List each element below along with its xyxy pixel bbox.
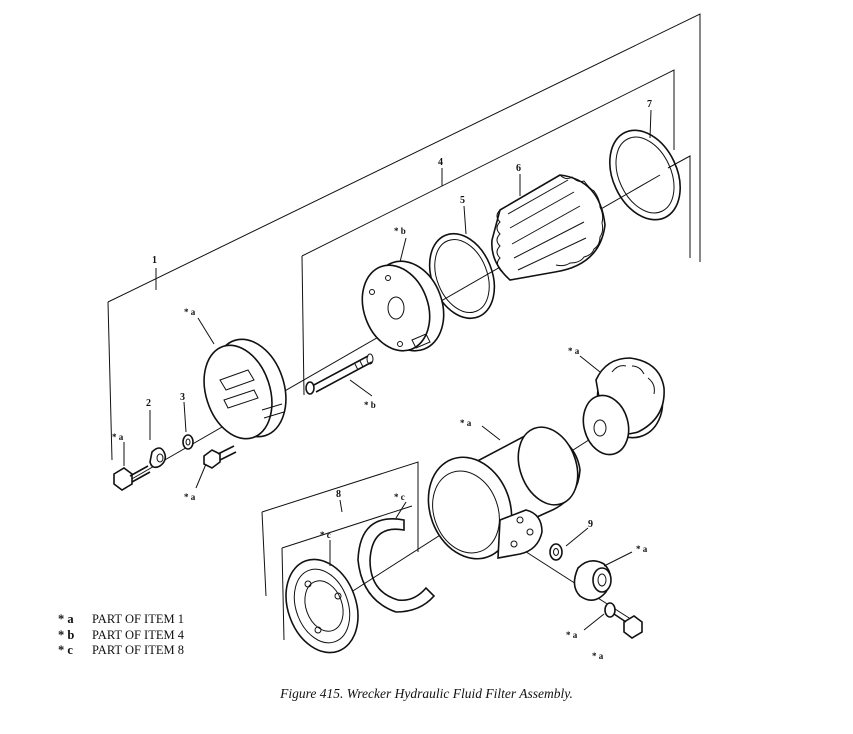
callout-star-a: * a	[184, 307, 196, 317]
callout-star-a: * a	[460, 418, 472, 428]
callout-item-6: 6	[516, 163, 521, 174]
head-housing-part-a	[203, 338, 287, 440]
legend-row: * a PART OF ITEM 1	[58, 612, 184, 628]
cover-part-c	[285, 558, 359, 654]
leader-lines	[123, 109, 652, 631]
callout-star-a: * a	[636, 544, 648, 554]
callout-item-1: 1	[152, 255, 157, 266]
legend-key: * b	[58, 627, 75, 642]
callout-star-a: * a	[184, 492, 196, 502]
legend-key: * a	[58, 612, 74, 626]
callout-star-a: * a	[592, 651, 604, 661]
callout-star-a: * a	[112, 432, 124, 442]
figure-caption: Figure 415. Wrecker Hydraulic Fluid Filt…	[280, 686, 573, 701]
callout-star-b: * b	[364, 400, 376, 410]
callout-item-4: 4	[438, 157, 443, 168]
callout-star-a: * a	[566, 630, 578, 640]
callout-star-b: * b	[394, 226, 406, 236]
callout-item-9: 9	[588, 519, 593, 530]
bracket-item-8	[261, 461, 419, 641]
callout-item-8: 8	[336, 489, 341, 500]
legend: * a PART OF ITEM 1 * b PART OF ITEM 4 * c P…	[58, 612, 184, 659]
callout-star-a: * a	[568, 346, 580, 356]
legend-row: * c PART OF ITEM 8	[58, 643, 184, 659]
filter-element-item-6	[491, 174, 606, 281]
bracket-item-4	[301, 69, 675, 396]
legend-row: * b PART OF ITEM 4	[58, 628, 184, 644]
end-plate-part-b	[361, 260, 445, 352]
callout-item-3: 3	[180, 392, 185, 403]
long-bolt-part-b	[305, 353, 374, 395]
hardware-left	[113, 434, 237, 491]
callout-star-c: * c	[320, 530, 331, 540]
callout-item-7: 7	[647, 99, 652, 110]
snap-ring-item-7	[609, 129, 681, 221]
callout-item-2: 2	[146, 398, 151, 409]
callout-star-c: * c	[394, 492, 405, 502]
legend-key: * c	[58, 643, 73, 657]
callout-item-5: 5	[460, 195, 465, 206]
filter-bowl-part-a	[427, 426, 581, 560]
bracket-item-1	[107, 13, 701, 461]
cap-part-a	[582, 357, 665, 456]
hardware-right	[549, 543, 643, 639]
legend-text: PART OF ITEM 4	[92, 627, 184, 642]
legend-text: PART OF ITEM 8	[92, 643, 184, 657]
legend-text: PART OF ITEM 1	[92, 612, 184, 626]
snap-ring-part-c	[357, 518, 436, 613]
